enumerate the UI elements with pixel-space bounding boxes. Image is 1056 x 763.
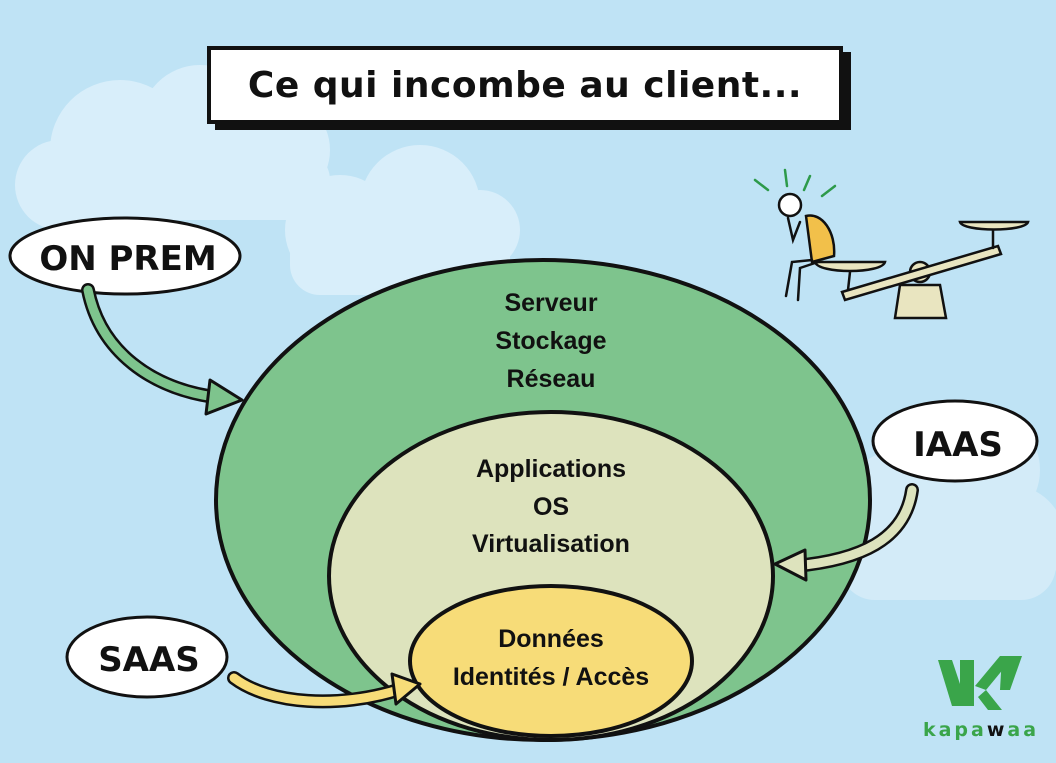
- saas-arrowhead: [390, 672, 422, 706]
- iaas-label: IAAS: [913, 425, 1003, 465]
- brand-name-part2: w: [987, 719, 1008, 741]
- thinking-person-on-seesaw-icon: [753, 168, 1030, 320]
- title-box: Ce qui incombe au client...: [207, 46, 843, 124]
- on-prem-arrowhead: [204, 378, 244, 416]
- middle-item-2: OS: [533, 493, 569, 521]
- outer-item-3: Réseau: [507, 365, 596, 393]
- on-prem-bubble: [8, 216, 242, 296]
- iaas-arrowhead: [773, 548, 808, 582]
- middle-item-1: Applications: [476, 455, 626, 483]
- page-title: Ce qui incombe au client...: [247, 64, 803, 106]
- brand-name-part1: kapa: [923, 719, 987, 741]
- kapawaa-k-logo-icon: [938, 656, 1022, 710]
- brand-name-part3: aa: [1007, 719, 1039, 741]
- saas-label: SAAS: [98, 640, 200, 680]
- outer-item-1: Serveur: [504, 289, 597, 317]
- outer-item-2: Stockage: [495, 327, 606, 355]
- iaas-bubble: [871, 399, 1039, 483]
- on-prem-label: ON PREM: [39, 239, 216, 279]
- brand-name: kapawaa: [923, 719, 1039, 741]
- saas-bubble: [65, 615, 229, 699]
- middle-item-3: Virtualisation: [472, 530, 630, 558]
- layer-inner: [408, 584, 694, 738]
- inner-item-1: Données: [498, 625, 604, 653]
- inner-item-2: Identités / Accès: [453, 663, 649, 691]
